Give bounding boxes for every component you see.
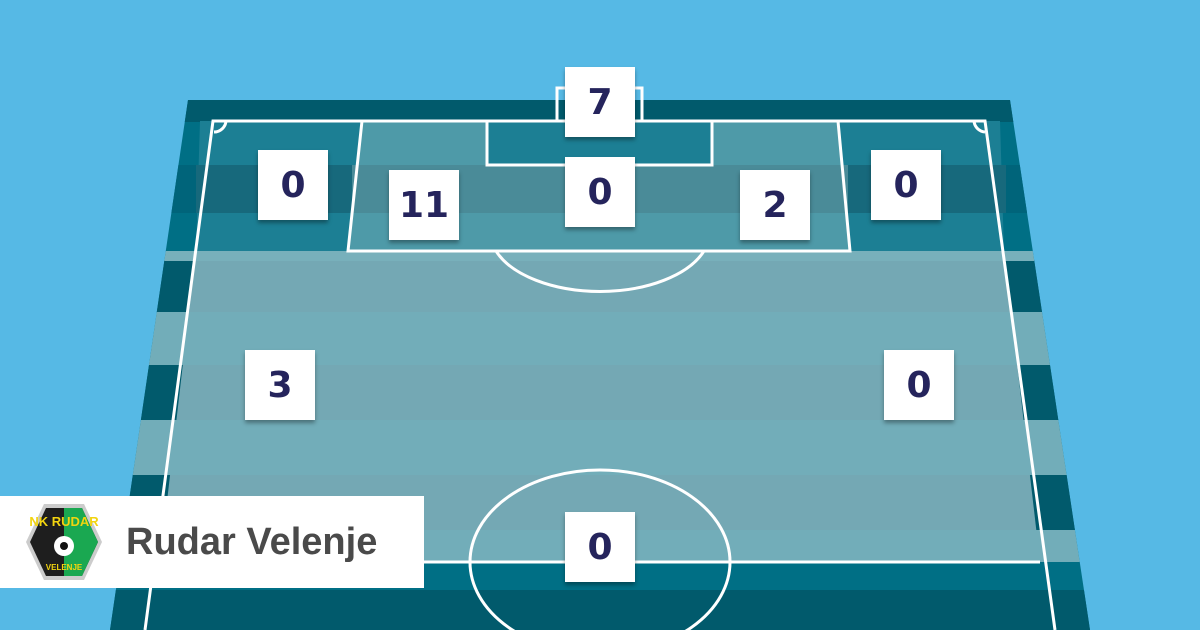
- zone-count-penalty-area-right: 2: [740, 170, 810, 240]
- zone-count-box-wing-left: 0: [258, 150, 328, 220]
- zone-count-penalty-area-left: 11: [389, 170, 459, 240]
- team-label: NK RUDAR VELENJE Rudar Velenje: [0, 496, 424, 588]
- zone-six-yard: [487, 121, 712, 165]
- svg-text:NK RUDAR: NK RUDAR: [29, 514, 99, 529]
- team-logo: NK RUDAR VELENJE: [26, 504, 102, 580]
- svg-text:VELENJE: VELENJE: [46, 563, 83, 572]
- zone-count-goal: 7: [565, 67, 635, 137]
- zone-count-center-long-range: 0: [565, 512, 635, 582]
- zone-count-flank-left: 3: [245, 350, 315, 420]
- zone-count-flank-right: 0: [884, 350, 954, 420]
- zone-count-six-yard-box: 0: [565, 157, 635, 227]
- zone-count-box-wing-right: 0: [871, 150, 941, 220]
- team-name: Rudar Velenje: [126, 520, 378, 563]
